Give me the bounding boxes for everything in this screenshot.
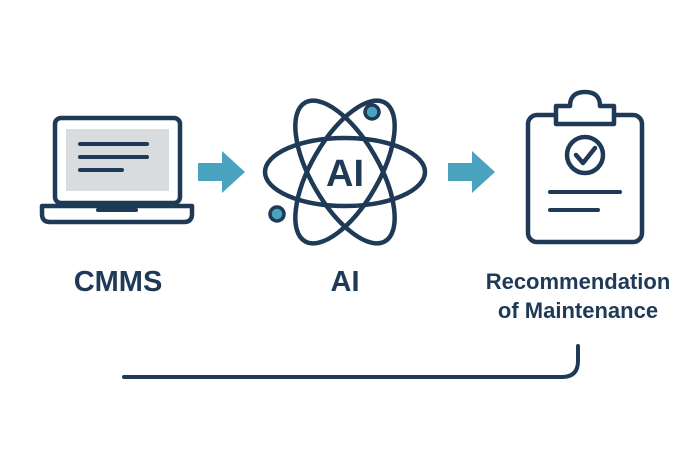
recommendation-label-line-2: of Maintenance bbox=[498, 298, 658, 323]
recommendation-label-line-1: Recommendation bbox=[486, 269, 671, 294]
atom-orbit bbox=[293, 98, 397, 246]
laptop-icon bbox=[39, 115, 195, 225]
arrow-right-icon bbox=[198, 151, 245, 193]
laptop-screen bbox=[66, 129, 169, 191]
atom-icon: AI bbox=[262, 98, 428, 246]
atom-electron bbox=[268, 205, 286, 223]
ai-label: AI bbox=[331, 266, 360, 298]
cmms-label: CMMS bbox=[74, 266, 163, 298]
clipboard-board bbox=[525, 112, 645, 245]
atom-nucleus-text: AI bbox=[326, 153, 364, 195]
check-circle-icon bbox=[564, 134, 606, 176]
checkmark-icon bbox=[573, 145, 598, 166]
atom-electron bbox=[363, 103, 381, 121]
feedback-line bbox=[122, 344, 580, 379]
clipboard-clip bbox=[553, 89, 617, 127]
atom-nucleus bbox=[317, 144, 373, 200]
atom-orbit bbox=[293, 98, 397, 246]
atom-orbit bbox=[262, 135, 428, 209]
laptop-base bbox=[39, 203, 195, 225]
clipboard-check-icon bbox=[525, 89, 645, 245]
arrow-right-icon bbox=[448, 151, 495, 193]
